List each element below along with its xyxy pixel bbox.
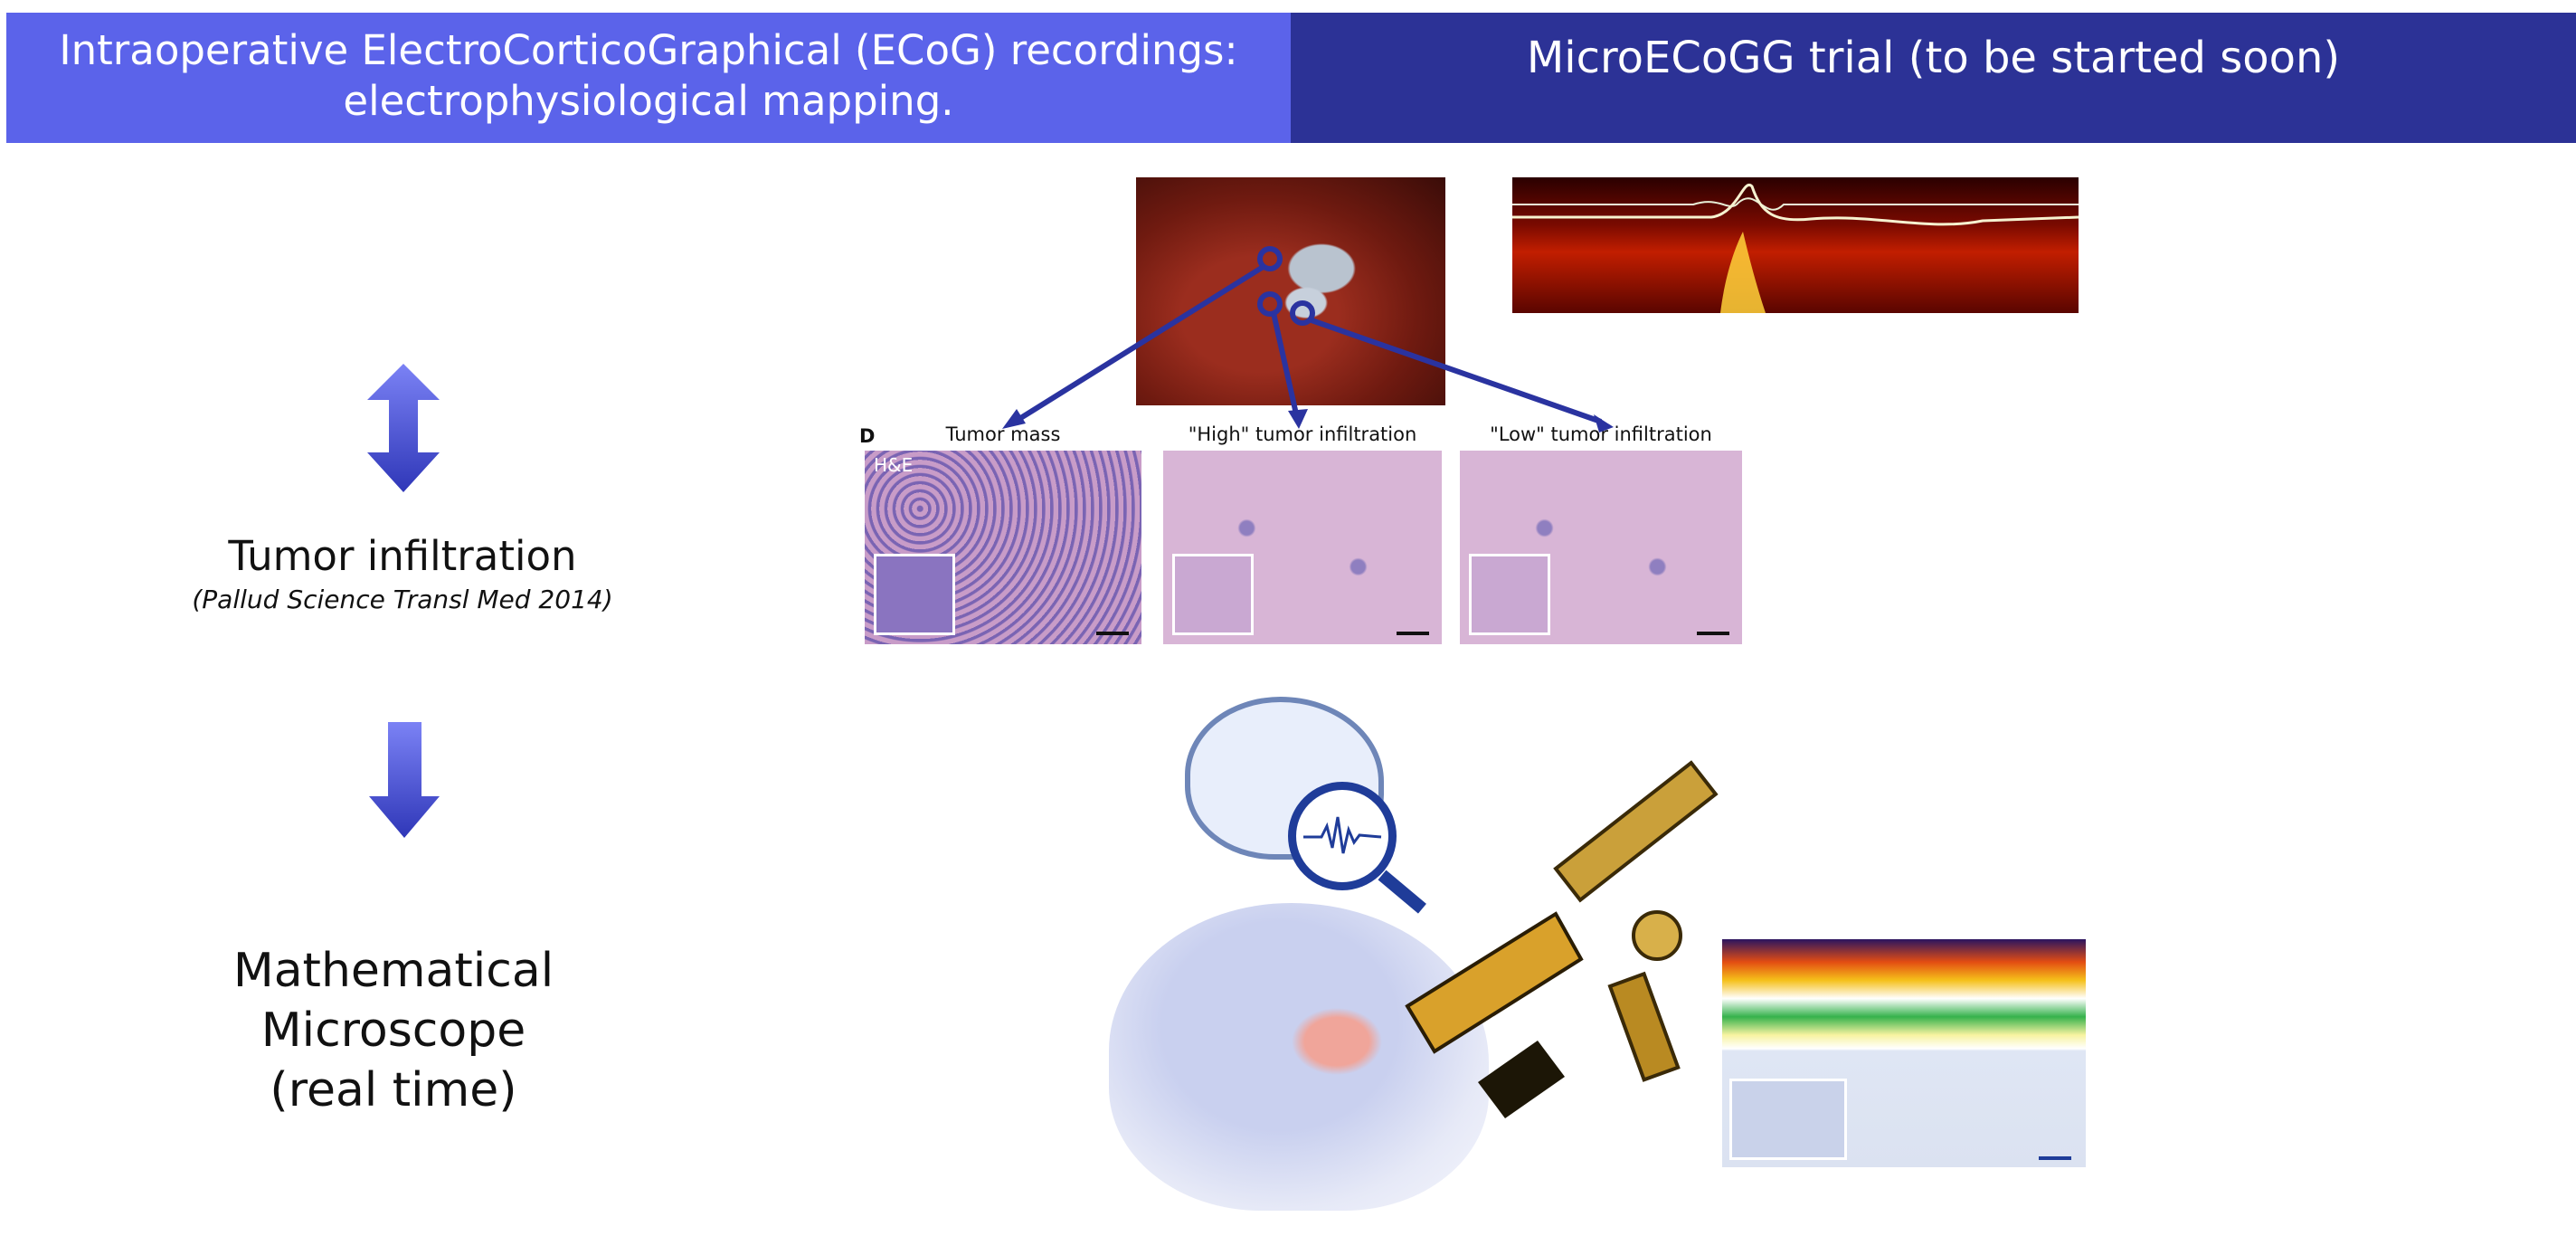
histo-title-high-infiltration: "High" tumor infiltration [1188,423,1417,445]
electrode-marker [1290,300,1315,326]
connector-arrowheads [1002,409,1614,433]
magnifier-signal [1303,816,1382,854]
header-left-line1: Intraoperative ElectroCorticoGraphical (… [59,26,1238,74]
result-inset [1729,1079,1847,1160]
histology-high-infiltration-image [1163,451,1442,644]
mathematical-microscope-label: Mathematical Microscope (real time) [145,941,642,1120]
arrowhead-icon [1594,414,1614,433]
microscope-icon [1405,760,1719,1118]
connector-lines [1013,246,1602,424]
scale-bar [1697,632,1729,635]
down-arrow-icon [369,722,440,838]
histo-inset [874,554,955,635]
math-line-3: (real time) [270,1063,517,1117]
histology-low-infiltration-image [1460,451,1742,644]
histo-title-tumor-mass: Tumor mass [945,423,1061,445]
header-right-title: MicroECoGG trial (to be started soon) [1526,33,2341,83]
arrowhead-icon [1002,409,1026,429]
math-line-1: Mathematical [232,944,554,998]
ecog-spectrogram-image [1512,177,2079,313]
math-line-2: Microscope [260,1003,526,1058]
connector-line [1271,312,1300,419]
citation-label: (Pallud Science Transl Med 2014) [192,585,613,614]
stain-label: H&E [874,454,914,476]
tumor-infiltration-label: Tumor infiltration [228,532,577,580]
arrowhead-icon [1288,409,1308,429]
histo-inset [1172,554,1254,635]
spectrogram-histology-result-image [1722,939,2086,1167]
head-3d-render [1109,903,1489,1211]
connector-line [1013,263,1266,424]
magnifier-icon [1288,782,1397,890]
connector-line [1311,318,1602,424]
header-left-banner: Intraoperative ElectroCorticoGraphical (… [6,13,1291,143]
electrode-marker [1257,291,1283,317]
electrode-marker [1257,246,1283,271]
scale-bar [2039,1156,2071,1160]
ecog-trace [1512,183,2079,313]
scale-bar [1096,632,1129,635]
histo-inset [1469,554,1550,635]
header-right-banner: MicroECoGG trial (to be started soon) [1291,13,2576,143]
header-left-line2: electrophysiological mapping. [343,77,954,125]
intraoperative-ecog-photo [1136,177,1445,405]
panel-letter: D [859,425,876,447]
histology-tumor-mass-image [865,451,1141,644]
double-arrow-icon [367,364,440,492]
scale-bar [1397,632,1429,635]
